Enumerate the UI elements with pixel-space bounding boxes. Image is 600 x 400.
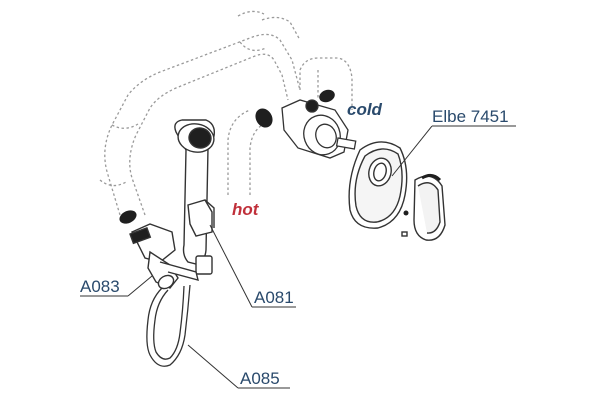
leader-outlet <box>127 275 153 297</box>
escutcheon-plate <box>348 141 408 229</box>
holder-part-label: A081 <box>254 288 294 307</box>
leader-holder <box>209 224 253 308</box>
outlet-part-label: A083 <box>80 277 120 296</box>
mixer-valve <box>281 99 357 159</box>
cold-label: cold <box>347 100 382 119</box>
pipe-cap-left <box>119 210 137 224</box>
pipe-cap-hot <box>255 108 273 128</box>
flex-hose <box>146 284 191 367</box>
leader-lines <box>80 125 516 389</box>
hand-shower <box>174 119 216 275</box>
leader-hose <box>187 344 239 389</box>
pipe-cap-cold <box>319 89 335 103</box>
mixer-handle <box>401 173 446 241</box>
mixer-model-label: Elbe 7451 <box>432 107 509 126</box>
hose-part-label: A085 <box>240 369 280 388</box>
leader-mixer <box>391 125 433 177</box>
wall-outlet <box>129 223 199 290</box>
hot-label: hot <box>232 200 259 219</box>
pipe-caps <box>119 89 335 224</box>
